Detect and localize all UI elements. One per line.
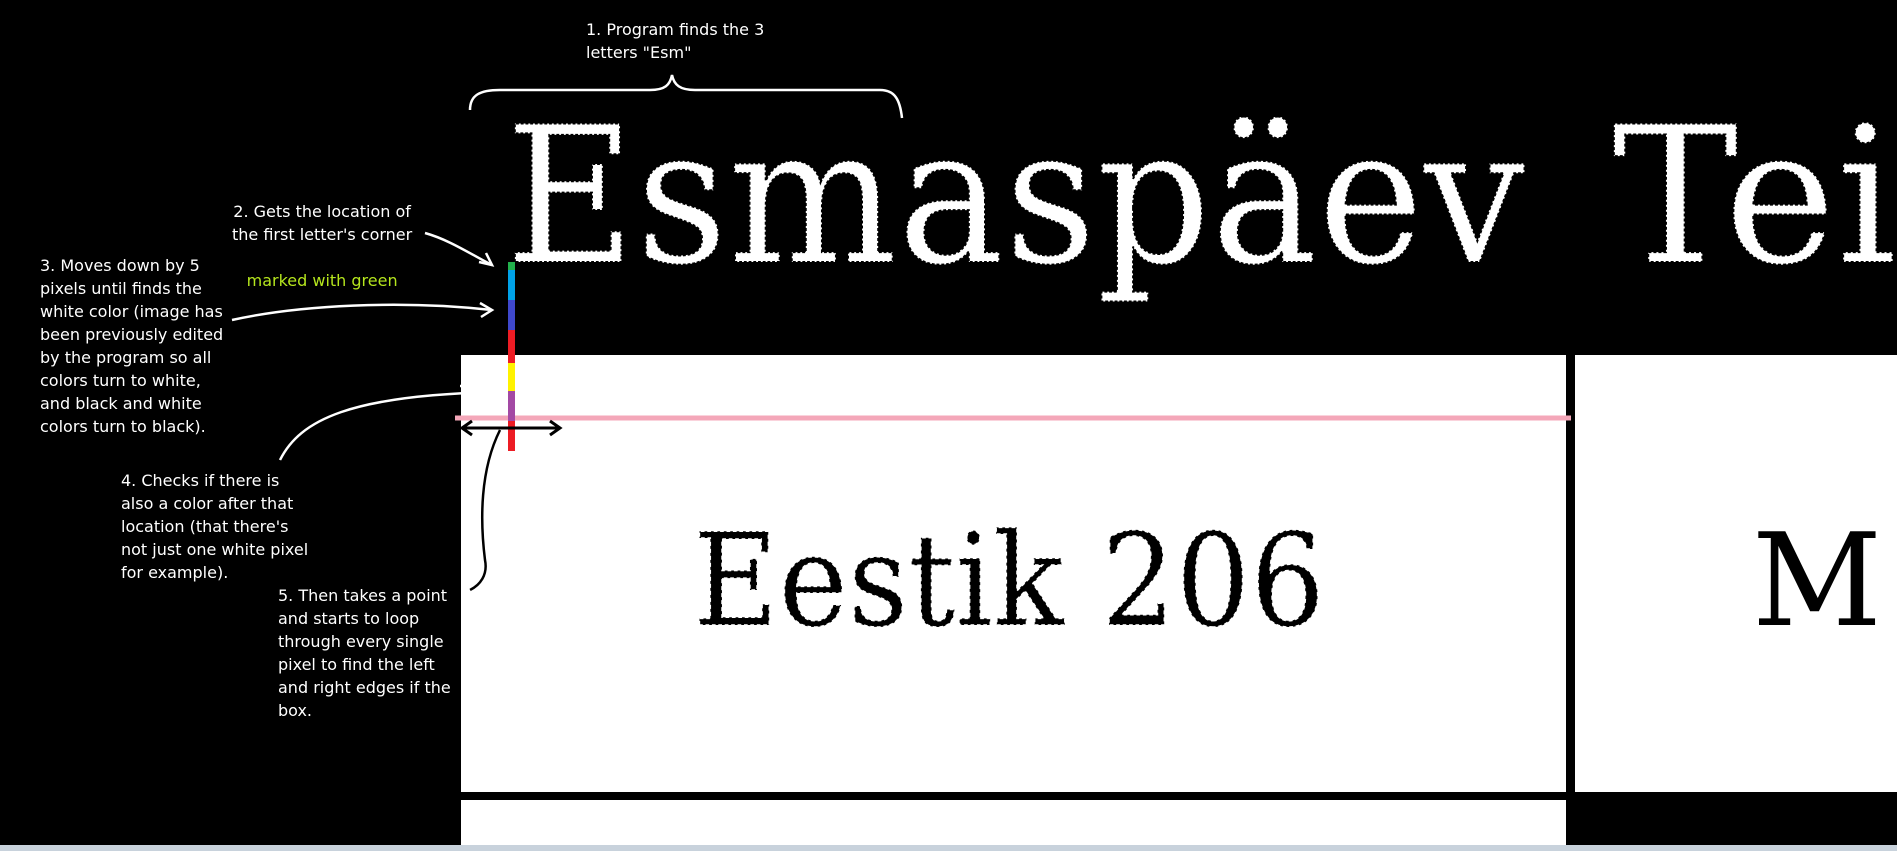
probe-start-marker bbox=[508, 262, 515, 270]
probe-segment bbox=[508, 421, 515, 451]
annotation-step2-text: 2. Gets the location of the first letter… bbox=[232, 202, 413, 244]
window-bottom-edge bbox=[0, 845, 1897, 851]
probe-segment bbox=[508, 270, 515, 300]
annotation-step3: 3. Moves down by 5 pixels until finds th… bbox=[40, 256, 224, 436]
table-cell-left bbox=[461, 355, 1566, 795]
table-cell-left-lower bbox=[461, 800, 1566, 851]
annotation-step2: 2. Gets the location of the first letter… bbox=[232, 177, 412, 292]
arrow-step5 bbox=[469, 429, 502, 592]
brace-esm bbox=[468, 74, 904, 119]
annotation-step5: 5. Then takes a point and starts to loop… bbox=[278, 586, 451, 720]
header-word-2: Tei bbox=[1612, 86, 1897, 307]
annotation-step2-accent: marked with green bbox=[246, 271, 398, 290]
arrow-step5-lead bbox=[461, 584, 471, 595]
probe-segment bbox=[508, 391, 515, 421]
cell-text-2: M bbox=[1752, 507, 1882, 656]
arrow-step2 bbox=[424, 231, 495, 267]
edge-search-arrow bbox=[459, 419, 563, 437]
arrow-step3b bbox=[460, 378, 495, 394]
probe-segment bbox=[508, 330, 515, 363]
probe-column bbox=[508, 262, 515, 451]
header-word: Esmaspäev bbox=[505, 86, 1525, 307]
probe-segment bbox=[508, 363, 515, 391]
arrow-step4 bbox=[278, 390, 499, 461]
probe-segment bbox=[508, 300, 515, 330]
cell-text: Eestik 206 bbox=[693, 507, 1325, 656]
arrow-step3 bbox=[231, 301, 495, 322]
table-border-bottom-right bbox=[1566, 792, 1897, 851]
table-cell-right bbox=[1575, 355, 1897, 795]
annotation-step1: 1. Program finds the 3 letters "Esm" bbox=[586, 20, 765, 62]
table-border-bottom bbox=[461, 792, 1566, 800]
annotation-step4: 4. Checks if there is also a color after… bbox=[121, 471, 309, 582]
